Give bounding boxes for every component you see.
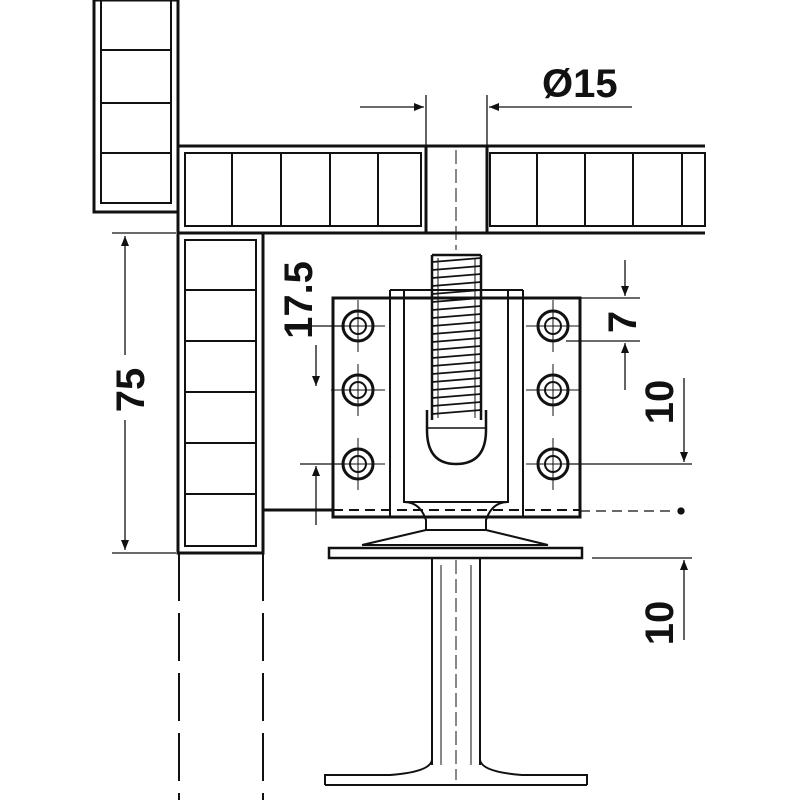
offset-top-label: 17.5 <box>277 261 321 339</box>
left-lower-panel <box>176 231 265 555</box>
screw-holes <box>331 300 580 490</box>
left-panel-hidden-lines <box>178 553 264 800</box>
left-upper-panel <box>92 0 180 214</box>
top-horizontal-panel <box>176 144 706 235</box>
diameter-label: Ø15 <box>542 62 618 106</box>
height-label: 75 <box>109 368 153 413</box>
offset-small-label: 7 <box>601 311 645 333</box>
threaded-rod <box>425 253 488 466</box>
mounting-bracket <box>331 289 582 519</box>
dimension-lines <box>112 95 692 640</box>
adjustable-foot <box>324 501 588 786</box>
adjust-range-label: 10 <box>638 601 682 646</box>
hole-spacing-label: 10 <box>638 380 682 425</box>
